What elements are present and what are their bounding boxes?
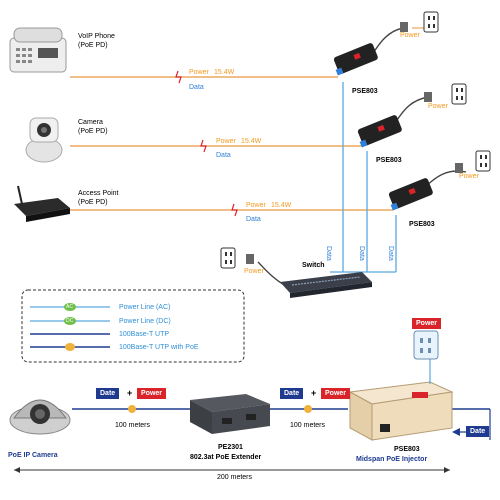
data-label: Data [189,84,204,91]
outlet-power-label: Power [428,103,448,110]
injector-1-icon [333,43,378,76]
line-break-1 [175,70,182,84]
router-icon [14,185,70,222]
midspan-injector-icon [348,381,454,441]
power-label: Power [246,202,266,209]
plug-icon [400,22,408,32]
injector-label: PSE803 [409,221,435,228]
device-label-camera: Camera [78,119,103,126]
outlet-power-label: Power [400,32,420,39]
outlet-icon [475,150,491,172]
switch-label: Switch [302,262,325,269]
device-sub-ap: (PoE PD) [78,199,108,206]
legend-item-utp-poe: 100Base-T UTP with PoE [119,344,199,351]
legend-badge-dc: DC [66,318,74,324]
injector-label: PSE803 [352,88,378,95]
injector-3-icon [388,178,433,211]
power-value: 15.4W [214,69,235,76]
tag-plus-left: + [127,388,133,398]
legend-item-utp: 100Base-T UTP [119,331,170,338]
line-break-2 [200,139,207,153]
plug-icon [424,92,432,102]
dome-camera-icon [9,399,71,435]
legend-badge-ac: AC [66,304,73,310]
distance-left: 100 meters [115,422,151,429]
plug-icon [455,163,463,173]
outlet-icon [451,83,467,105]
data-label: Data [216,152,231,159]
vertical-data-label: Data [387,246,394,261]
tag-plus-right: + [311,388,317,398]
injector-2-icon [357,115,402,148]
extender-desc: 802.3at PoE Extender [190,454,262,461]
line-break-3 [231,203,238,217]
distance-total: 200 meters [217,474,253,481]
device-label-phone: VoIP Phone [78,33,115,40]
tag-power-right: Power [321,388,351,399]
input-date-tag: Date [466,426,490,437]
injector-label: PSE803 [376,157,402,164]
power-box-label: Power [412,318,442,329]
legend-item-ac: Power Line (AC) [119,304,171,311]
tag-date-right: Date [280,388,304,399]
outlet-icon [423,11,439,33]
extender-icon [190,394,270,434]
legend-box [21,289,245,363]
power-value: 15.4W [271,202,292,209]
outlet-power-label: Power [459,173,479,180]
extender-model: PE2301 [218,444,243,451]
power-label: Power [216,138,236,145]
plug-icon [246,254,254,264]
legend-item-dc: Power Line (DC) [119,318,171,325]
data-label: Data [246,216,261,223]
camera-caption: PoE IP Camera [8,452,58,459]
distance-right: 100 meters [290,422,326,429]
device-label-ap: Access Point [78,190,119,197]
device-sub-camera: (PoE PD) [78,128,108,135]
outlet-power-label: Power [244,268,264,275]
device-sub-phone: (PoE PD) [78,42,108,49]
power-value: 15.4W [241,138,262,145]
camera-icon [25,117,63,163]
injector-model-bottom: PSE803 [394,446,420,453]
tag-power-left: Power [137,388,167,399]
wall-outlet-icon [413,330,439,360]
outlet-icon [220,247,236,269]
arrow-input [452,428,460,436]
power-label: Power [189,69,209,76]
tag-date-left: Date [96,388,120,399]
injector-desc-bottom: Midspan PoE Injector [356,456,428,463]
vertical-data-label: Data [325,246,332,261]
vertical-data-label: Data [358,246,365,261]
switch-icon [280,272,372,298]
phone-icon [9,27,67,73]
